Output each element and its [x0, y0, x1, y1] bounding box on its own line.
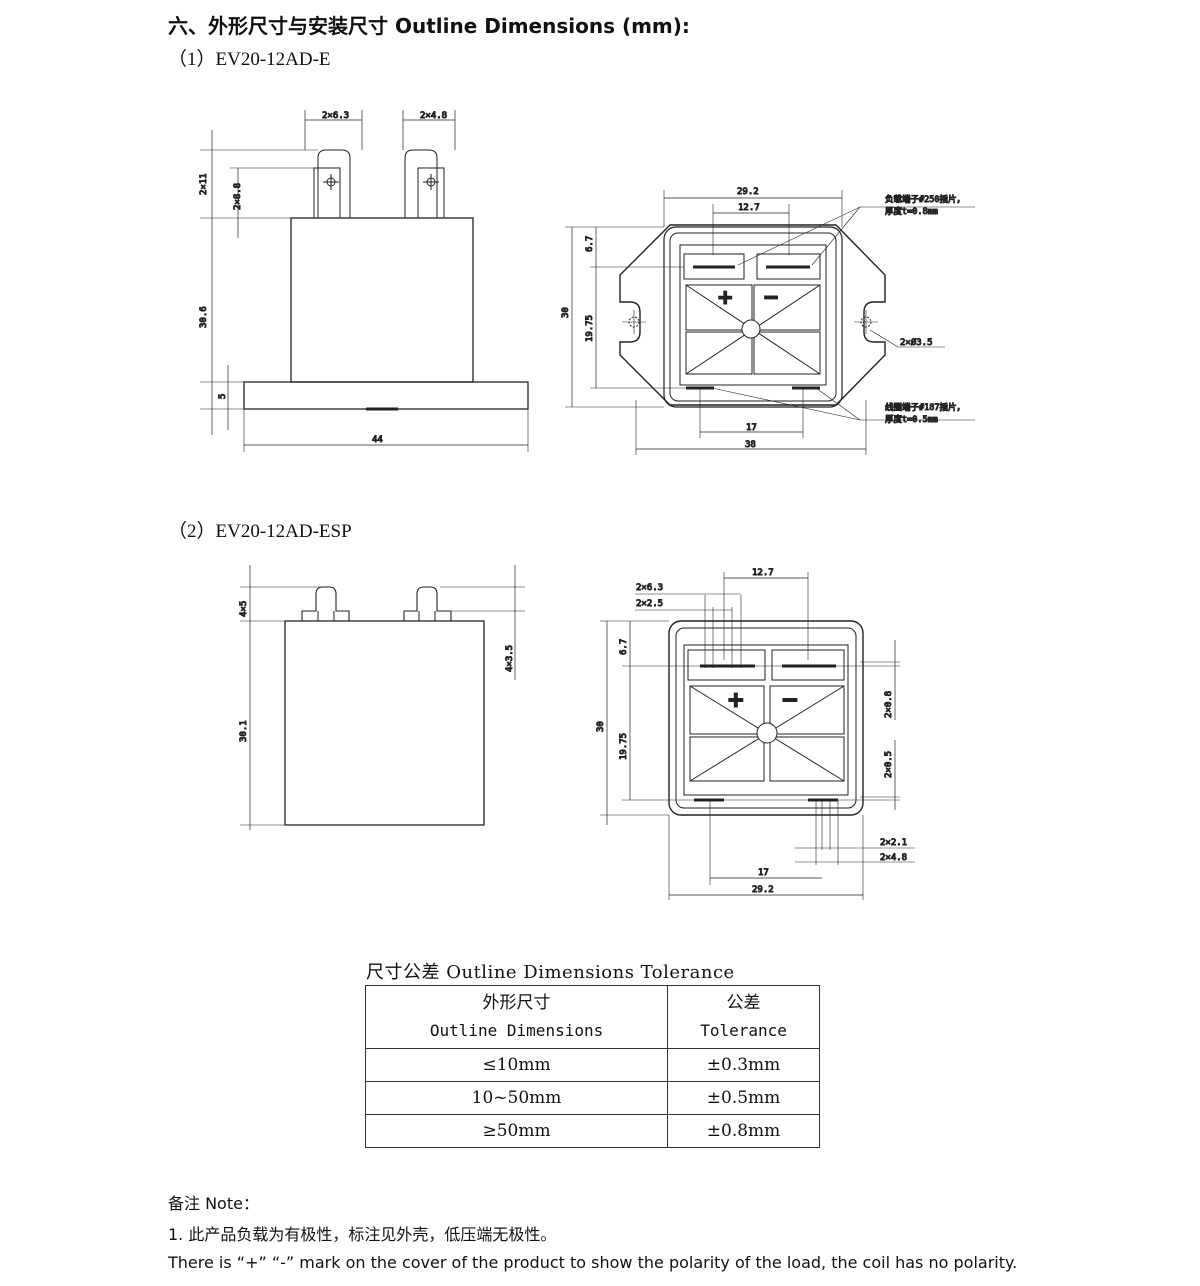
d2-dim-67: 6.7	[619, 639, 629, 655]
header-dimensions: 外形尺寸 Outline Dimensions	[364, 985, 669, 1049]
table-row: 10~50mm ±0.5mm	[364, 1081, 820, 1115]
d1-coil-terminal-note-1: 线圈端子#187插片，	[885, 402, 965, 413]
d1-load-terminal-note-1: 负载端子#250插片，	[885, 194, 965, 205]
d2-plus-symbol: +	[728, 685, 744, 715]
d2-dim-292: 29.2	[752, 885, 774, 895]
section-heading: 六、外形尺寸与安装尺寸 Outline Dimensions (mm):	[168, 14, 690, 38]
header-dimensions-en: Outline Dimensions	[429, 1021, 604, 1040]
d1-minus-symbol: −	[764, 283, 778, 311]
d2-dim-2x21: 2×2.1	[880, 838, 907, 848]
d2-dim-1975: 19.75	[619, 733, 629, 760]
d1-coil-terminal-note-2: 厚度t=0.5mm	[885, 414, 938, 425]
header-tolerance-en: Tolerance	[700, 1021, 787, 1040]
d1-dim-38: 38	[745, 440, 756, 450]
d1-top-view	[565, 190, 975, 455]
note-line-1: 1. 此产品负载为有极性，标注见外壳，低压端无极性。	[168, 1225, 557, 1244]
d1-dim-2x63: 2×6.3	[322, 111, 349, 121]
d1-dim-2x11: 2×11	[199, 173, 209, 195]
tolerance-cell: ±0.8mm	[667, 1114, 820, 1148]
d2-dim-127: 12.7	[752, 568, 774, 578]
d2-dim-2x48: 2×4.8	[880, 853, 907, 863]
d1-dim-hole: 2×Ø3.5	[900, 337, 933, 348]
d1-dim-17: 17	[746, 423, 757, 433]
d1-dim-67: 6.7	[585, 236, 595, 252]
d1-side-view	[200, 110, 529, 452]
d1-dim-292: 29.2	[737, 187, 759, 197]
d2-minus-symbol: −	[782, 685, 798, 715]
table-header-row: 外形尺寸 Outline Dimensions 公差 Tolerance	[364, 985, 820, 1049]
d2-dim-2x08: 2×0.8	[884, 691, 894, 718]
tolerance-cell: ±0.5mm	[667, 1081, 820, 1115]
d1-dim-127: 12.7	[738, 203, 760, 213]
d2-dim-4x35: 4×3.5	[505, 645, 515, 672]
table-row: ≤10mm ±0.3mm	[364, 1048, 820, 1082]
d2-dim-4x5: 4×5	[239, 601, 249, 617]
d1-load-terminal-note-2: 厚度t=0.8mm	[885, 206, 938, 217]
range-cell: ≤10mm	[364, 1048, 669, 1082]
d1-dim-5: 5	[218, 394, 228, 399]
d1-dim-1975: 19.75	[585, 315, 595, 342]
range-cell: ≥50mm	[364, 1114, 669, 1148]
d1-dim-30: 30	[561, 307, 571, 318]
d2-top-view	[600, 572, 915, 900]
note-line-2: There is “+” “-” mark on the cover of th…	[168, 1253, 1018, 1272]
header-tolerance: 公差 Tolerance	[667, 985, 820, 1049]
tolerance-title: 尺寸公差 Outline Dimensions Tolerance	[366, 962, 735, 983]
outline-drawings: 2×6.3 2×4.8 2×11 2×8.8 30.6 5 44	[199, 110, 975, 900]
header-dimensions-cn: 外形尺寸	[482, 993, 551, 1013]
d2-dim-30: 30	[596, 721, 606, 732]
d2-side-view	[240, 565, 525, 830]
d2-dim-2x05: 2×0.5	[884, 751, 894, 778]
note-label: 备注 Note：	[168, 1194, 259, 1213]
range-cell: 10~50mm	[364, 1081, 669, 1115]
d1-dim-306: 30.6	[199, 306, 209, 328]
header-tolerance-cn: 公差	[726, 993, 761, 1013]
model-2-label: （2）EV20-12AD-ESP	[168, 521, 352, 542]
tolerance-cell: ±0.3mm	[667, 1048, 820, 1082]
tolerance-table: 外形尺寸 Outline Dimensions 公差 Tolerance ≤10…	[364, 985, 820, 1148]
model-1-label: （1）EV20-12AD-E	[168, 49, 331, 70]
d1-dim-2x88: 2×8.8	[233, 183, 243, 210]
d1-plus-symbol: +	[718, 283, 732, 311]
d2-dim-301: 30.1	[239, 720, 249, 742]
d1-dim-2x48: 2×4.8	[420, 111, 447, 121]
d2-dim-2x25: 2×2.5	[636, 599, 663, 609]
table-row: ≥50mm ±0.8mm	[364, 1114, 820, 1148]
d2-dim-2x63: 2×6.3	[636, 583, 663, 593]
d2-dim-17: 17	[758, 868, 769, 878]
d1-dim-44: 44	[372, 435, 383, 445]
